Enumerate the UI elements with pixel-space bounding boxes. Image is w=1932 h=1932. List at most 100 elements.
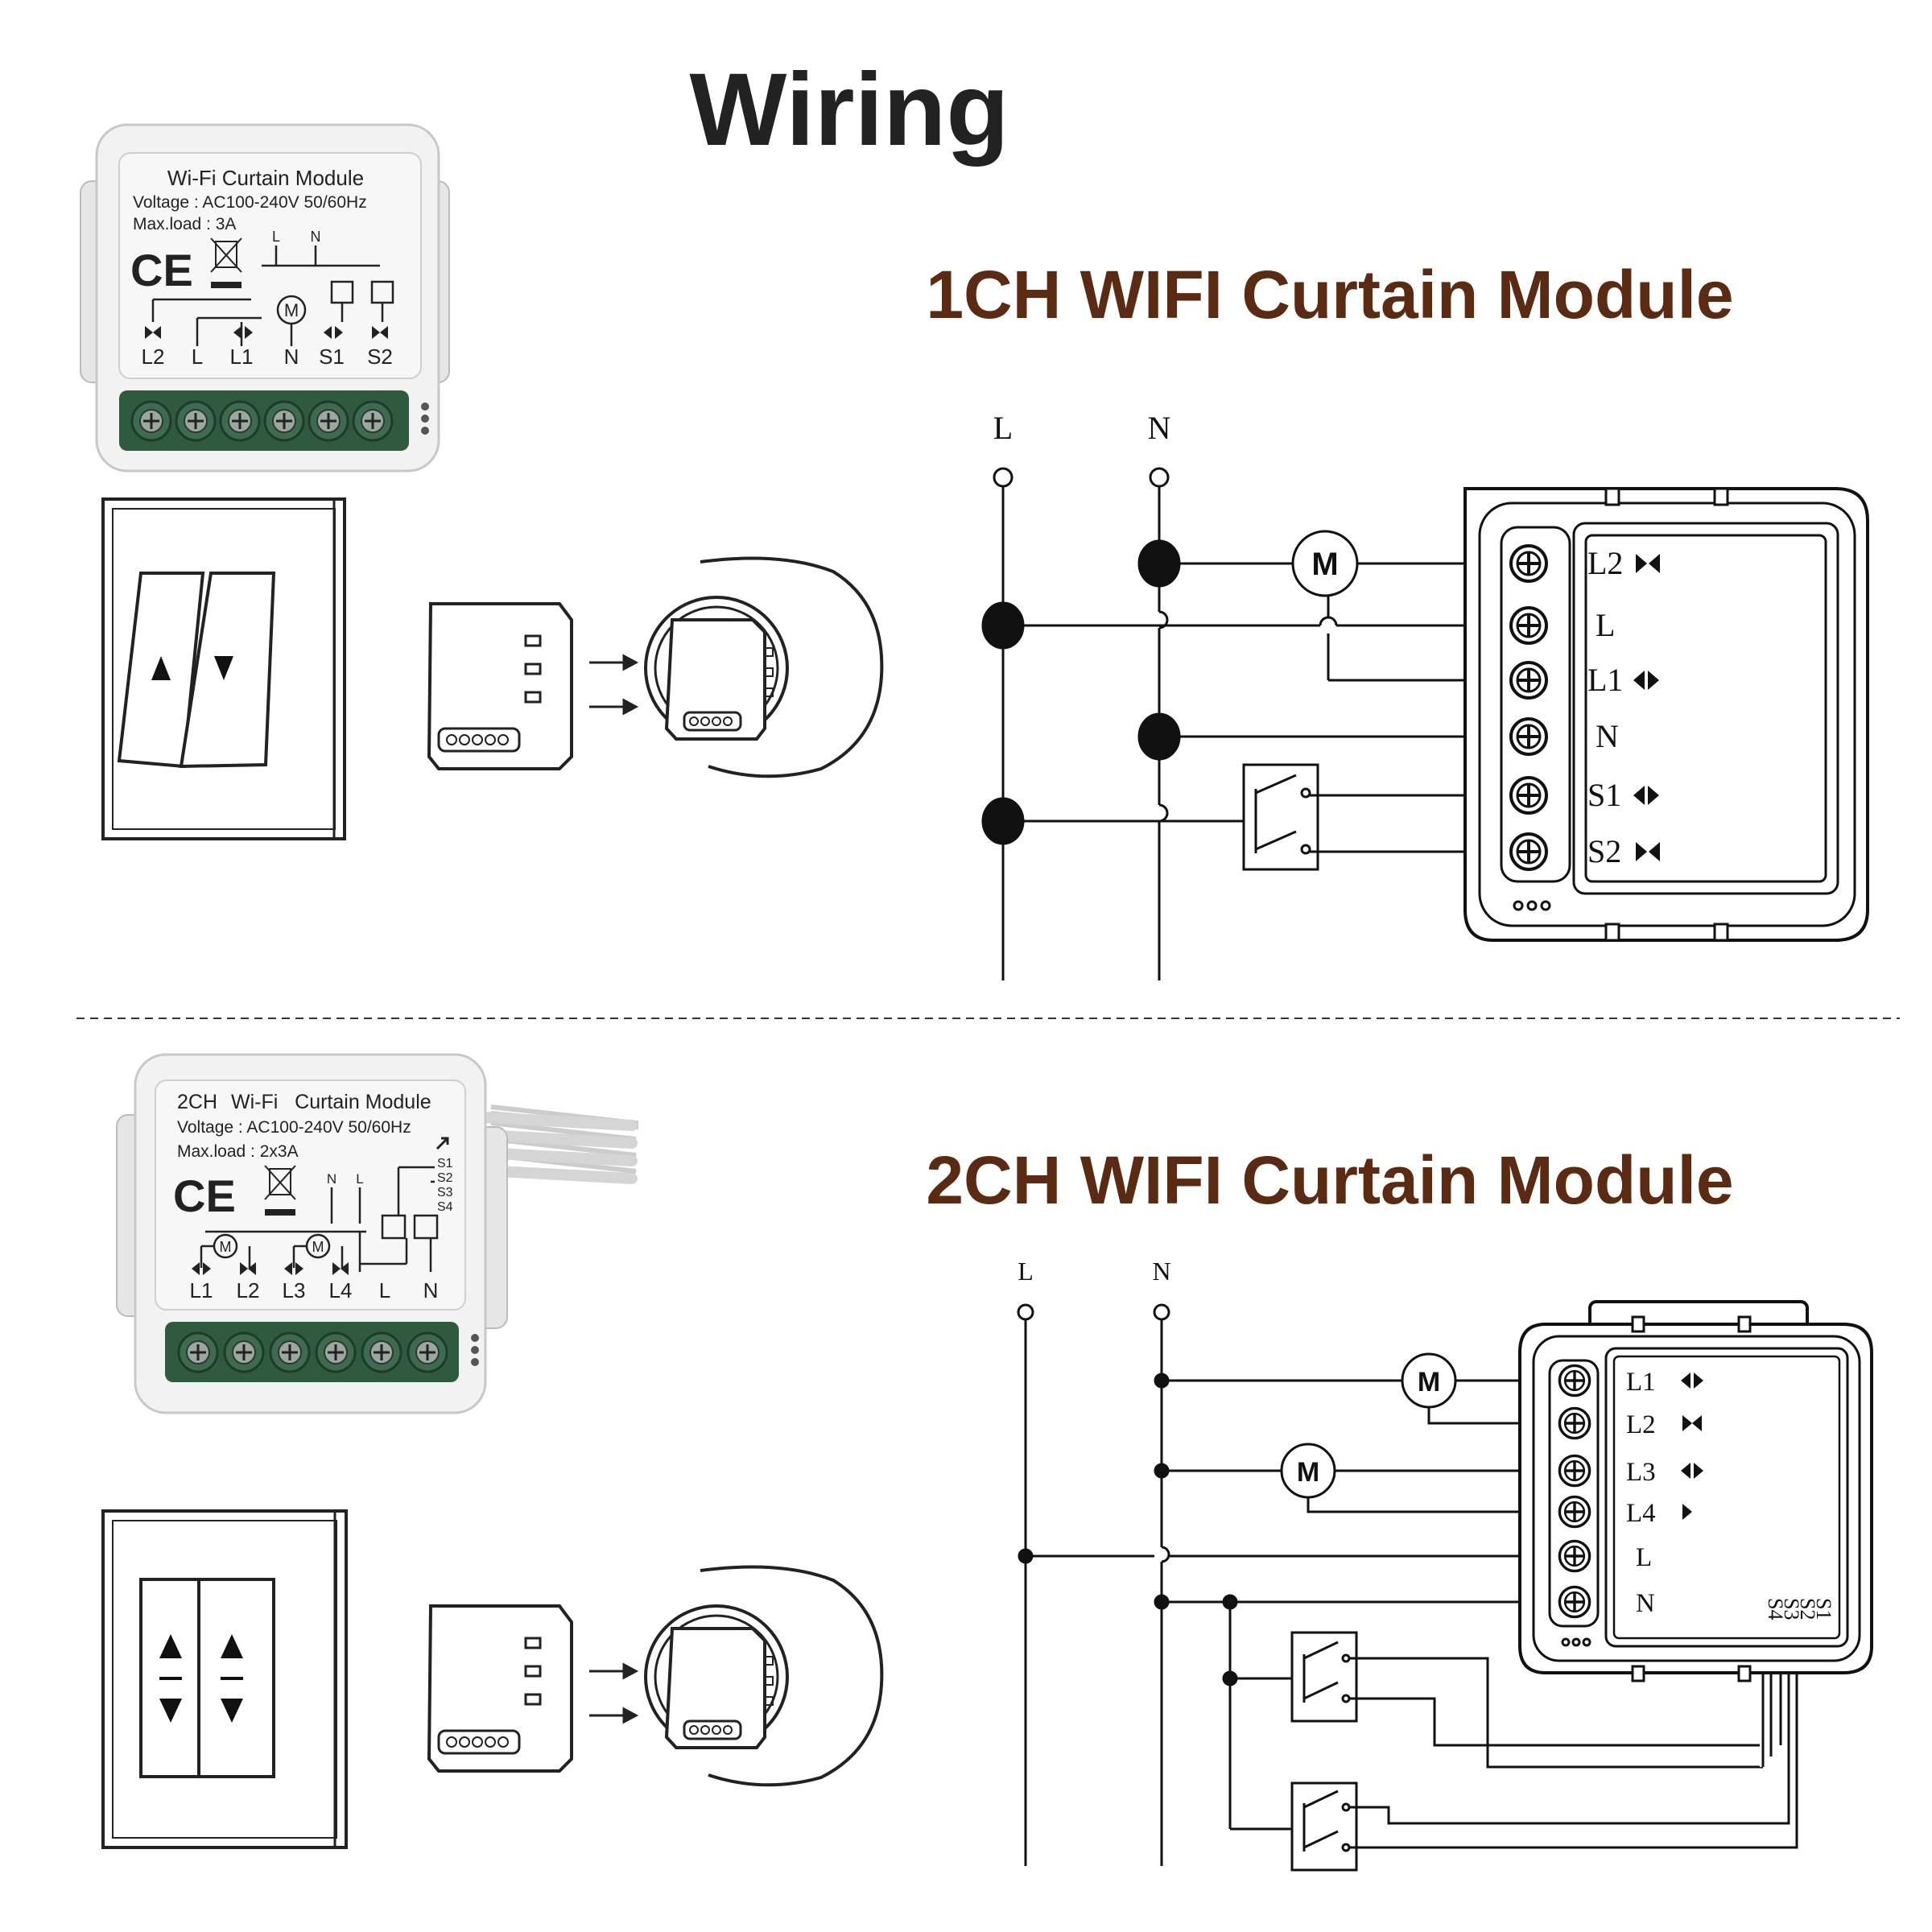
wall-switch-2ch	[101, 1509, 348, 1849]
close-arrow-icon	[1682, 1415, 1702, 1431]
terminal-label: L3	[283, 1278, 306, 1302]
terminal-label: L1	[230, 345, 254, 369]
module-direction-icons	[145, 326, 388, 339]
switch-input-label: S4	[437, 1200, 453, 1214]
wiring-diagram-1ch: L N M	[981, 410, 1869, 980]
module-switch-input-labels: S1 S2 S3 S4	[437, 1157, 453, 1214]
close-arrow-icon	[1682, 1504, 1702, 1520]
module-voltage-label: Voltage : AC100-240V 50/60Hz	[133, 193, 367, 212]
terminal-screw-icon	[1558, 1406, 1591, 1440]
terminal-screw-icon	[1558, 1454, 1591, 1488]
install-illustration-1ch	[427, 556, 884, 778]
terminal-label: L	[1596, 607, 1615, 643]
module-top-n: N	[327, 1171, 336, 1187]
terminal-label: L1	[190, 1278, 213, 1302]
terminal-screw-icon	[407, 1331, 448, 1373]
terminal-label: S1	[319, 345, 345, 369]
module-photo-2ch: 2CH Wi-Fi Curtain Module Voltage : AC100…	[116, 1053, 638, 1414]
module-schematic	[200, 1166, 439, 1272]
terminal-label: L1	[1587, 662, 1623, 698]
module-maxload-label: Max.load : 2x3A	[177, 1142, 299, 1161]
diagram-terminal-labels-1ch: L2 L L1 N S1 S2	[1587, 545, 1623, 869]
install-illustration-2ch	[427, 1565, 884, 1787]
open-arrow-icon	[192, 1262, 211, 1275]
module-name-prefix: 2CH	[177, 1091, 217, 1113]
ce-mark: CE	[173, 1170, 236, 1221]
terminal-screw-icon	[219, 400, 261, 442]
diagram-terminal-labels-2ch: L1 L2 L3 L4 L N	[1626, 1368, 1656, 1618]
diagram-direction-icons-2ch	[1681, 1373, 1703, 1520]
terminal-label: S2	[1587, 833, 1621, 869]
terminal-label: L2	[1626, 1410, 1656, 1439]
terminal-screw-icon	[1509, 606, 1548, 645]
module-name-label: Wi-Fi Curtain Module	[167, 166, 364, 190]
terminal-label: N	[284, 345, 299, 369]
line-l-label: L	[1018, 1257, 1034, 1286]
switch-input-label: S2	[437, 1171, 453, 1185]
terminal-screw-icon	[223, 1331, 265, 1373]
module-name-label: Wi-Fi Curtain Module	[231, 1091, 431, 1113]
open-arrow-icon	[1681, 1373, 1703, 1389]
terminal-screw-icon	[130, 400, 172, 442]
terminal-screw-icon	[269, 1331, 311, 1373]
module-voltage-label: Voltage : AC100-240V 50/60Hz	[177, 1118, 411, 1137]
switch-input-label: S2	[1796, 1598, 1819, 1620]
terminal-screw-icon	[315, 1331, 357, 1373]
terminal-screw-icon	[1558, 1495, 1591, 1529]
up-arrow-icon	[151, 656, 171, 680]
module-photo-1ch: Wi-Fi Curtain Module Voltage : AC100-240…	[80, 123, 450, 473]
up-arrow-icon	[159, 1634, 182, 1658]
terminal-screw-icon	[263, 400, 305, 442]
diagram-switch-inputs-2ch: S1 S2 S3 S4	[1764, 1598, 1835, 1620]
close-arrow-icon	[240, 1262, 256, 1275]
open-arrow-icon	[324, 326, 343, 339]
module-terminal-labels: L1 L2 L3 L4 L N	[190, 1278, 439, 1302]
terminal-screw-icon	[1509, 717, 1548, 756]
terminal-label: L2	[1587, 545, 1623, 581]
module-top-n: N	[311, 229, 321, 245]
terminal-screw-icon	[308, 400, 349, 442]
terminal-label: L	[379, 1278, 390, 1302]
terminal-label: L	[192, 345, 203, 369]
line-n-label: N	[1148, 410, 1171, 446]
open-arrow-icon	[233, 326, 253, 339]
terminal-label: L	[1636, 1543, 1652, 1572]
open-arrow-icon	[284, 1262, 303, 1275]
switch-input-label: S3	[1780, 1598, 1803, 1620]
open-arrow-icon	[1633, 786, 1659, 805]
terminal-screw-icon	[1558, 1364, 1591, 1397]
motor-label: M	[1311, 547, 1338, 582]
terminal-screw-icon	[352, 400, 394, 442]
terminal-label: L2	[237, 1278, 260, 1302]
close-arrow-icon	[372, 326, 388, 339]
terminal-screw-icon	[177, 1331, 219, 1373]
down-arrow-icon	[221, 1699, 243, 1723]
terminal-label: N	[1596, 718, 1619, 754]
terminal-screw-icon	[175, 400, 217, 442]
module-direction-icons	[192, 1262, 349, 1275]
terminal-label: L3	[1626, 1458, 1656, 1487]
antenna-arrow-icon	[436, 1137, 449, 1150]
terminal-screw-icon	[361, 1331, 402, 1373]
module-terminal-labels: L2 L L1 N S1 S2	[142, 345, 393, 369]
terminal-screw-icon	[1509, 544, 1548, 583]
diagram-direction-icons-1ch	[1633, 554, 1660, 861]
terminal-screw-icon	[1509, 832, 1548, 871]
close-arrow-icon	[332, 1262, 349, 1275]
open-arrow-icon	[1681, 1463, 1703, 1479]
open-arrow-icon	[1633, 671, 1659, 690]
terminal-label: S2	[367, 345, 393, 369]
module-motor-glyph: M	[284, 300, 299, 320]
terminal-screw-icon	[1509, 661, 1548, 700]
terminal-label: L2	[142, 345, 165, 369]
module-top-l: L	[272, 229, 280, 245]
terminal-label: L1	[1626, 1368, 1656, 1397]
wiring-diagram-2ch: L N M M	[1017, 1257, 1873, 1872]
line-n-label: N	[1152, 1257, 1170, 1286]
terminal-screw-icon	[1509, 776, 1548, 815]
ce-mark: CE	[130, 245, 193, 295]
switch-input-label: S4	[1764, 1598, 1787, 1620]
module-maxload-label: Max.load : 3A	[133, 215, 236, 233]
weee-bin-icon	[210, 237, 242, 288]
